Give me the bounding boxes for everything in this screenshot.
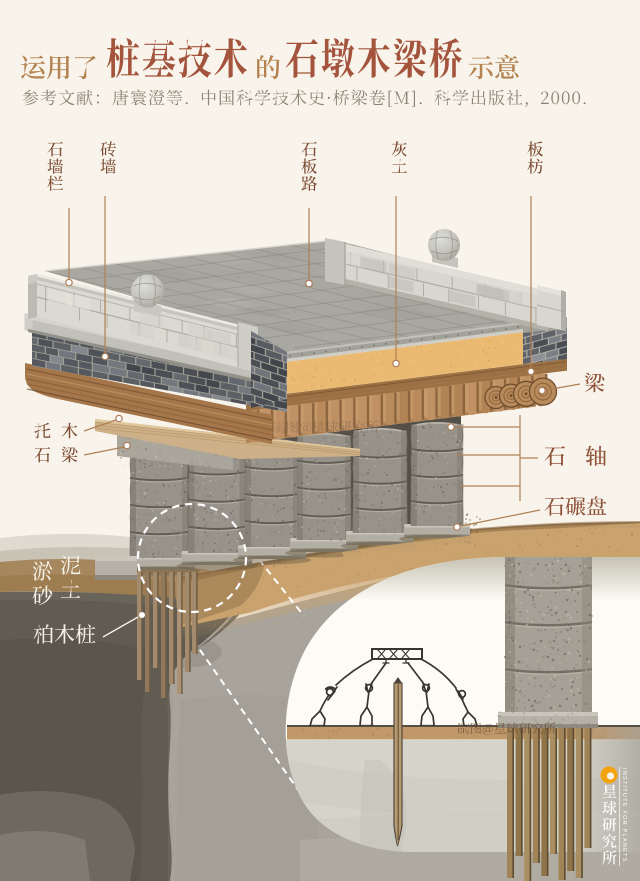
svg-text:INSTITUTE FOR PLANETS: INSTITUTE FOR PLANETS [621,768,627,863]
